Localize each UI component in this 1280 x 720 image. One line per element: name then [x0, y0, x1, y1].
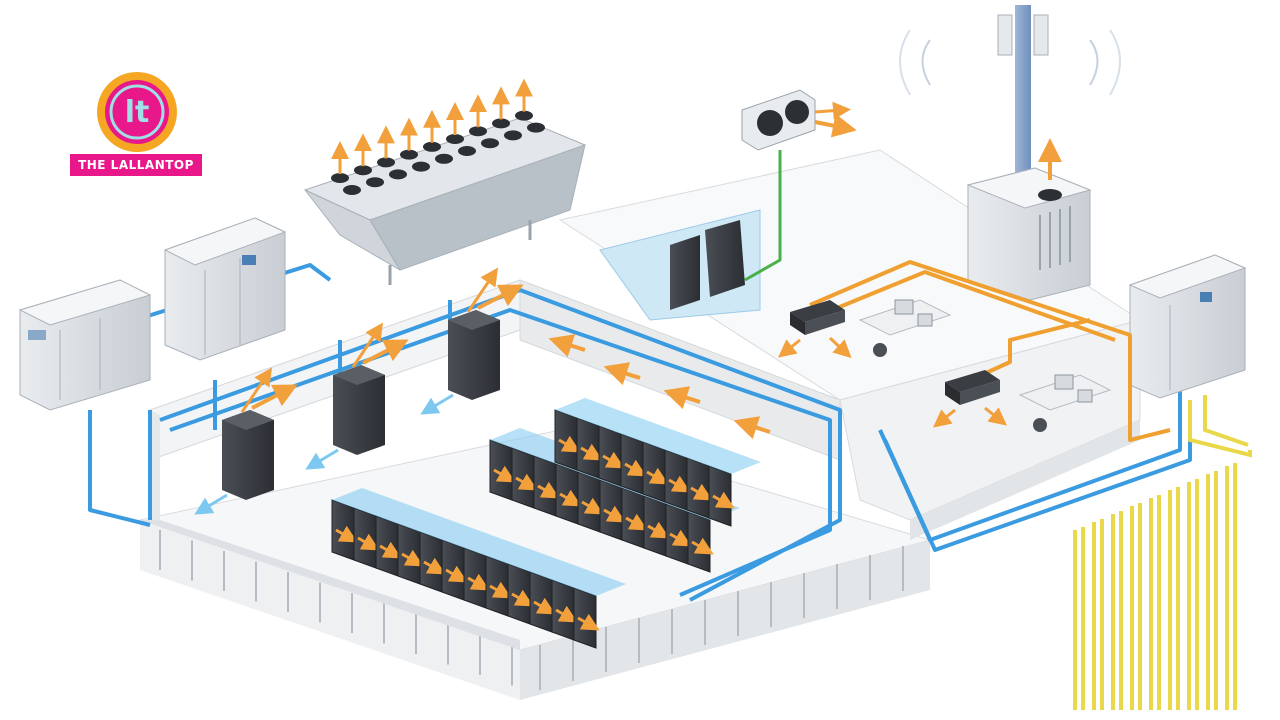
- server-rack: [576, 417, 600, 479]
- data-cabling: [809, 260, 1171, 442]
- server-rack: [489, 439, 513, 501]
- geothermal-feed: [1188, 400, 1252, 458]
- crac-unit: [448, 310, 500, 400]
- server-rack: [353, 507, 377, 569]
- geothermal-loop: [1206, 471, 1218, 710]
- server-rack: [397, 523, 421, 585]
- server-rack: [686, 457, 710, 519]
- antenna-tower: [899, 5, 1121, 185]
- fan-icon: [331, 173, 349, 183]
- crac-units: [194, 267, 524, 515]
- server-rack: [620, 433, 644, 495]
- office-workstations: [777, 299, 1112, 432]
- server-rack: [665, 503, 689, 565]
- server-rack: [621, 487, 645, 549]
- server-rack: [485, 555, 509, 617]
- crac-unit: [222, 410, 274, 500]
- fan-icon: [515, 110, 533, 121]
- geothermal-loop: [1073, 527, 1085, 710]
- geothermal-loop: [1111, 511, 1123, 710]
- desk-1: [858, 299, 952, 357]
- fan-icon: [446, 134, 464, 144]
- network-racks: [670, 220, 745, 310]
- logo-badge-graphic: lt: [97, 72, 177, 152]
- fan-icon: [354, 165, 372, 176]
- geothermal-pipes: [1073, 395, 1252, 710]
- logo: THE LALLANTOP: [70, 70, 202, 178]
- desk-2: [1018, 374, 1112, 432]
- fan-icon: [400, 149, 418, 160]
- fan-icon: [389, 169, 407, 180]
- svg-text:lt: lt: [125, 95, 150, 130]
- fan-icon: [343, 185, 361, 195]
- fan-icon: [366, 177, 384, 188]
- logo-text: THE LALLANTOP: [70, 154, 202, 176]
- server-rack: [642, 441, 666, 503]
- wall-airflow-arrows: [548, 334, 771, 440]
- server-rack: [598, 425, 622, 487]
- fan-icon: [527, 122, 545, 133]
- fan-icon: [412, 161, 430, 172]
- cold-aisle: [555, 398, 761, 474]
- server-rack: [555, 463, 579, 525]
- server-rack: [375, 515, 399, 577]
- server-rack: [643, 495, 667, 557]
- server-rack: [708, 465, 732, 527]
- network-line: [744, 150, 782, 282]
- rooftop-ac-unit: [966, 138, 1092, 301]
- geothermal-loop: [1130, 503, 1142, 710]
- geothermal-loop: [1092, 519, 1104, 710]
- ceiling-unit-2: [945, 370, 1000, 405]
- server-rack: [441, 539, 465, 601]
- server-rack: [419, 531, 443, 593]
- wall-heat-exchanger: [741, 89, 857, 151]
- server-rack: [573, 587, 597, 649]
- server-rack: [507, 563, 531, 625]
- fan-icon: [435, 153, 453, 164]
- geothermal-loop: [1149, 495, 1161, 710]
- dry-cooler: [303, 78, 587, 285]
- chiller-unit-right: [1128, 254, 1247, 399]
- server-rack: [551, 579, 575, 641]
- fan-icon: [377, 157, 395, 168]
- fan-icon: [504, 130, 522, 141]
- raised-floor: [138, 429, 932, 700]
- server-rack: [331, 499, 355, 561]
- fan-icon: [458, 146, 476, 156]
- server-rack: [577, 471, 601, 533]
- fan-icon: [469, 126, 487, 137]
- chiller-unit-left: [18, 279, 152, 411]
- server-rack: [687, 511, 711, 573]
- server-rack: [463, 547, 487, 609]
- geothermal-loop: [1168, 487, 1180, 710]
- fan-icon: [423, 141, 441, 152]
- server-rack: [529, 571, 553, 633]
- fan-icon: [492, 118, 510, 129]
- crac-unit: [333, 365, 385, 455]
- server-racks: [331, 398, 761, 649]
- geothermal-loop: [1187, 479, 1199, 710]
- chiller-unit-middle: [163, 217, 287, 361]
- geothermal-return: [1203, 395, 1249, 447]
- server-rack: [533, 455, 557, 517]
- fan-icon: [481, 138, 499, 149]
- geothermal-loop: [1225, 463, 1237, 710]
- server-rack: [599, 479, 623, 541]
- ceiling-unit-1: [790, 300, 845, 335]
- server-rack: [511, 447, 535, 509]
- cold-aisle: [332, 488, 626, 596]
- server-rack: [554, 409, 578, 471]
- server-rack: [664, 449, 688, 511]
